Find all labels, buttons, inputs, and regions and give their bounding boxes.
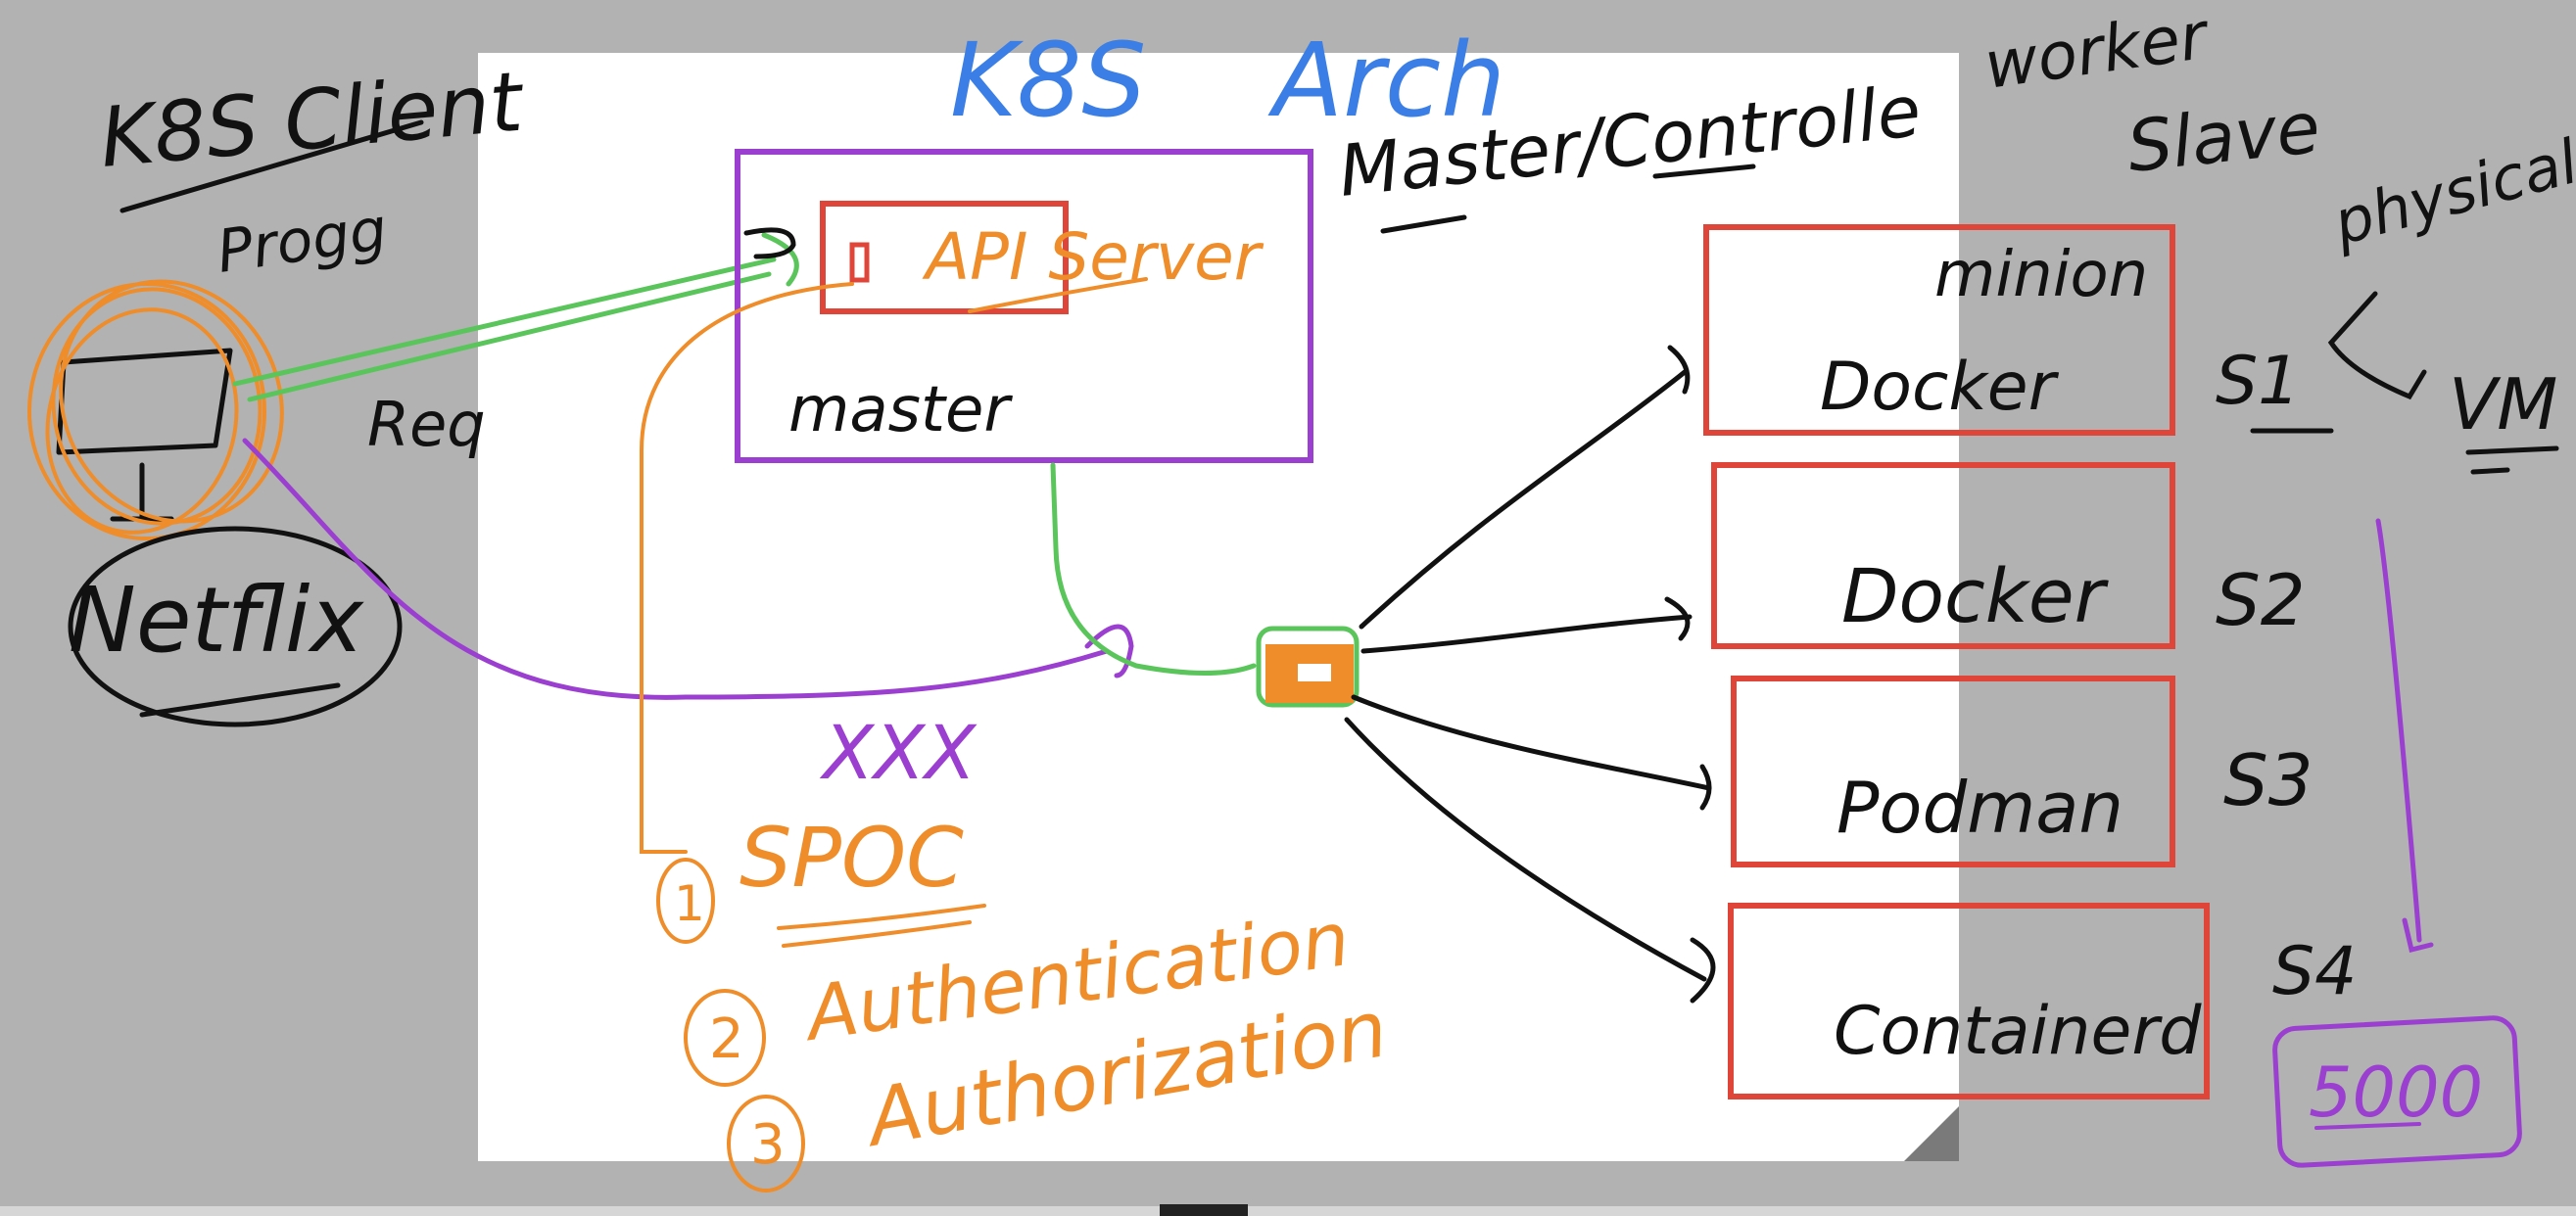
client-req: Req xyxy=(367,389,486,460)
master-node-box xyxy=(735,149,1313,463)
annotation-xxx: XXX xyxy=(819,709,978,796)
worker-node-4-server: S4 xyxy=(2272,933,2357,1010)
client-progg: Progg xyxy=(213,195,391,286)
proxy-icon xyxy=(1256,626,1360,708)
worker-vm: VM xyxy=(2449,363,2557,445)
worker-title-line1: worker xyxy=(1980,0,2216,104)
master-role-underline xyxy=(1380,214,1467,234)
bottom-toolbar-strip xyxy=(0,1206,2576,1216)
netflix-underline xyxy=(139,682,341,718)
worker-node-3-box xyxy=(1731,676,2175,867)
master-to-proxy-line xyxy=(1050,462,1257,676)
worker-node-1-runtime: Docker xyxy=(1820,349,2060,426)
title-k8s: K8S xyxy=(950,21,1146,140)
worker-node-4-box xyxy=(1728,903,2210,1099)
api-role-1: 1 SPOC xyxy=(656,810,986,948)
worker-node-3-runtime: Podman xyxy=(1837,767,2123,849)
spoc-underline xyxy=(777,904,986,948)
api-to-roles-line xyxy=(640,282,854,854)
page-scroll-handle[interactable] xyxy=(1160,1204,1248,1216)
worker-node-2-box xyxy=(1711,462,2175,649)
api-role-3-num: 3 xyxy=(750,1113,786,1177)
api-server-box xyxy=(820,201,1069,314)
page-fold-corner xyxy=(1904,1106,1959,1161)
worker-count: 5000 xyxy=(2309,1052,2483,1133)
client-title: K8S Client xyxy=(96,53,529,186)
api-server-label: API Server xyxy=(922,219,1264,295)
api-server-port xyxy=(849,242,870,283)
api-role-2-num: 2 xyxy=(709,1007,744,1071)
worker-node-4-runtime: Containerd xyxy=(1834,993,2202,1070)
monitor-icon xyxy=(56,348,233,522)
monitor-scribble-circles xyxy=(27,279,284,540)
api-role-1-text: SPOC xyxy=(739,810,964,906)
client-app-netflix: Netflix xyxy=(69,568,364,673)
proxy-to-workers-arrows xyxy=(1344,345,1716,1004)
title-arch: Arch xyxy=(1267,21,1505,140)
worker-physical: physical xyxy=(2325,125,2576,259)
worker-node-2-runtime: Docker xyxy=(1841,552,2110,639)
worker-count-box xyxy=(2272,1015,2522,1168)
physical-vm-branch xyxy=(2327,291,2427,400)
worker-node-3-server: S3 xyxy=(2223,739,2314,821)
worker-node-1-server: S1 xyxy=(2216,343,2300,420)
api-server-underline xyxy=(968,277,1148,313)
vm-underline xyxy=(2465,445,2559,475)
worker-node-2-server: S2 xyxy=(2216,559,2306,641)
worker-minion: minion xyxy=(1934,239,2148,311)
request-arrow xyxy=(232,232,799,402)
worker-count-underline xyxy=(2314,1122,2421,1130)
controller-underline xyxy=(1652,164,1756,179)
worker-count-arrow xyxy=(2375,518,2434,954)
netflix-circle xyxy=(68,526,403,727)
master-label: master xyxy=(788,374,1013,446)
worker-node-1-box xyxy=(1703,224,2175,436)
client-to-proxy-line xyxy=(242,438,1110,700)
client-to-proxy-loop xyxy=(1084,624,1134,678)
api-server-bracket xyxy=(743,227,796,259)
api-role-1-num: 1 xyxy=(674,875,705,932)
client-title-underline xyxy=(119,119,424,213)
worker-title-line2: Slave xyxy=(2123,86,2323,188)
